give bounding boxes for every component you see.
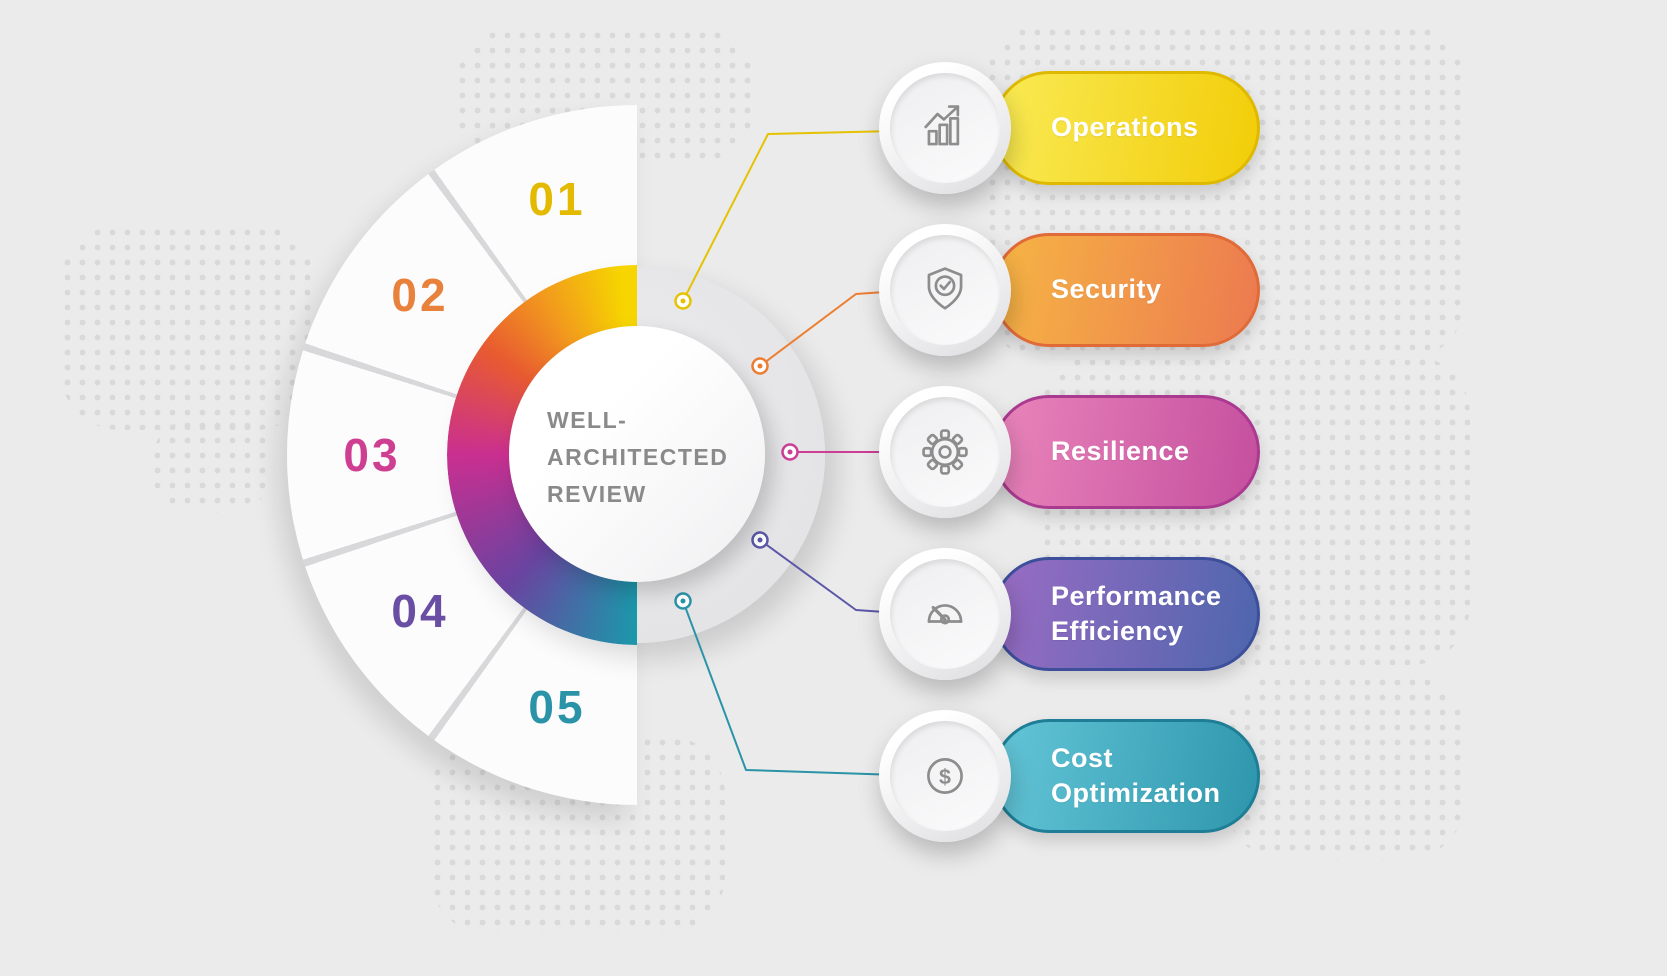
badge-security bbox=[879, 224, 1011, 356]
pill-security: Security bbox=[992, 233, 1260, 347]
center-title-line: WELL- bbox=[547, 407, 628, 433]
connector-cost bbox=[682, 600, 899, 776]
shield-check-icon bbox=[927, 267, 963, 310]
step-number-2: 02 bbox=[391, 269, 449, 321]
pill-cost-optimization: Cost Optimization bbox=[992, 719, 1260, 833]
step-number-1: 01 bbox=[528, 173, 586, 225]
badge-inner bbox=[890, 235, 1000, 345]
badge-inner bbox=[890, 73, 1000, 183]
step-number-4: 04 bbox=[391, 585, 449, 637]
badge-performance-efficiency bbox=[879, 548, 1011, 680]
pill-operations: Operations bbox=[992, 71, 1260, 185]
badge-operations bbox=[879, 62, 1011, 194]
badge-cost-optimization: $ bbox=[879, 710, 1011, 842]
pill-label-performance-efficiency: Performance Efficiency bbox=[1051, 580, 1222, 646]
badge-inner: $ bbox=[890, 721, 1000, 831]
pill-resilience: Resilience bbox=[992, 395, 1260, 509]
dollar-icon: $ bbox=[927, 758, 963, 794]
speedometer-icon bbox=[927, 604, 963, 625]
badge-inner bbox=[890, 559, 1000, 669]
pill-label-security: Security bbox=[1051, 274, 1162, 305]
center-title-line: REVIEW bbox=[547, 480, 647, 507]
pill-label-cost-optimization: Cost Optimization bbox=[1051, 742, 1221, 808]
pill-label-operations: Operations bbox=[1051, 112, 1199, 143]
badge-inner bbox=[890, 397, 1000, 507]
world-map-dots bbox=[1225, 675, 1465, 860]
growth-chart-icon bbox=[924, 105, 960, 146]
center-title-line: ARCHITECTED bbox=[547, 443, 729, 470]
world-map-dots bbox=[60, 225, 315, 430]
step-number-3: 03 bbox=[343, 429, 401, 481]
step-number-5: 05 bbox=[528, 681, 586, 733]
badge-resilience bbox=[879, 386, 1011, 518]
center-title-circle: WELL- ARCHITECTED REVIEW bbox=[509, 326, 765, 582]
gear-icon bbox=[922, 429, 968, 475]
svg-text:$: $ bbox=[939, 765, 951, 789]
pill-performance-efficiency: Performance Efficiency bbox=[992, 557, 1260, 671]
world-map-dots bbox=[150, 418, 275, 513]
pill-label-resilience: Resilience bbox=[1051, 436, 1190, 467]
